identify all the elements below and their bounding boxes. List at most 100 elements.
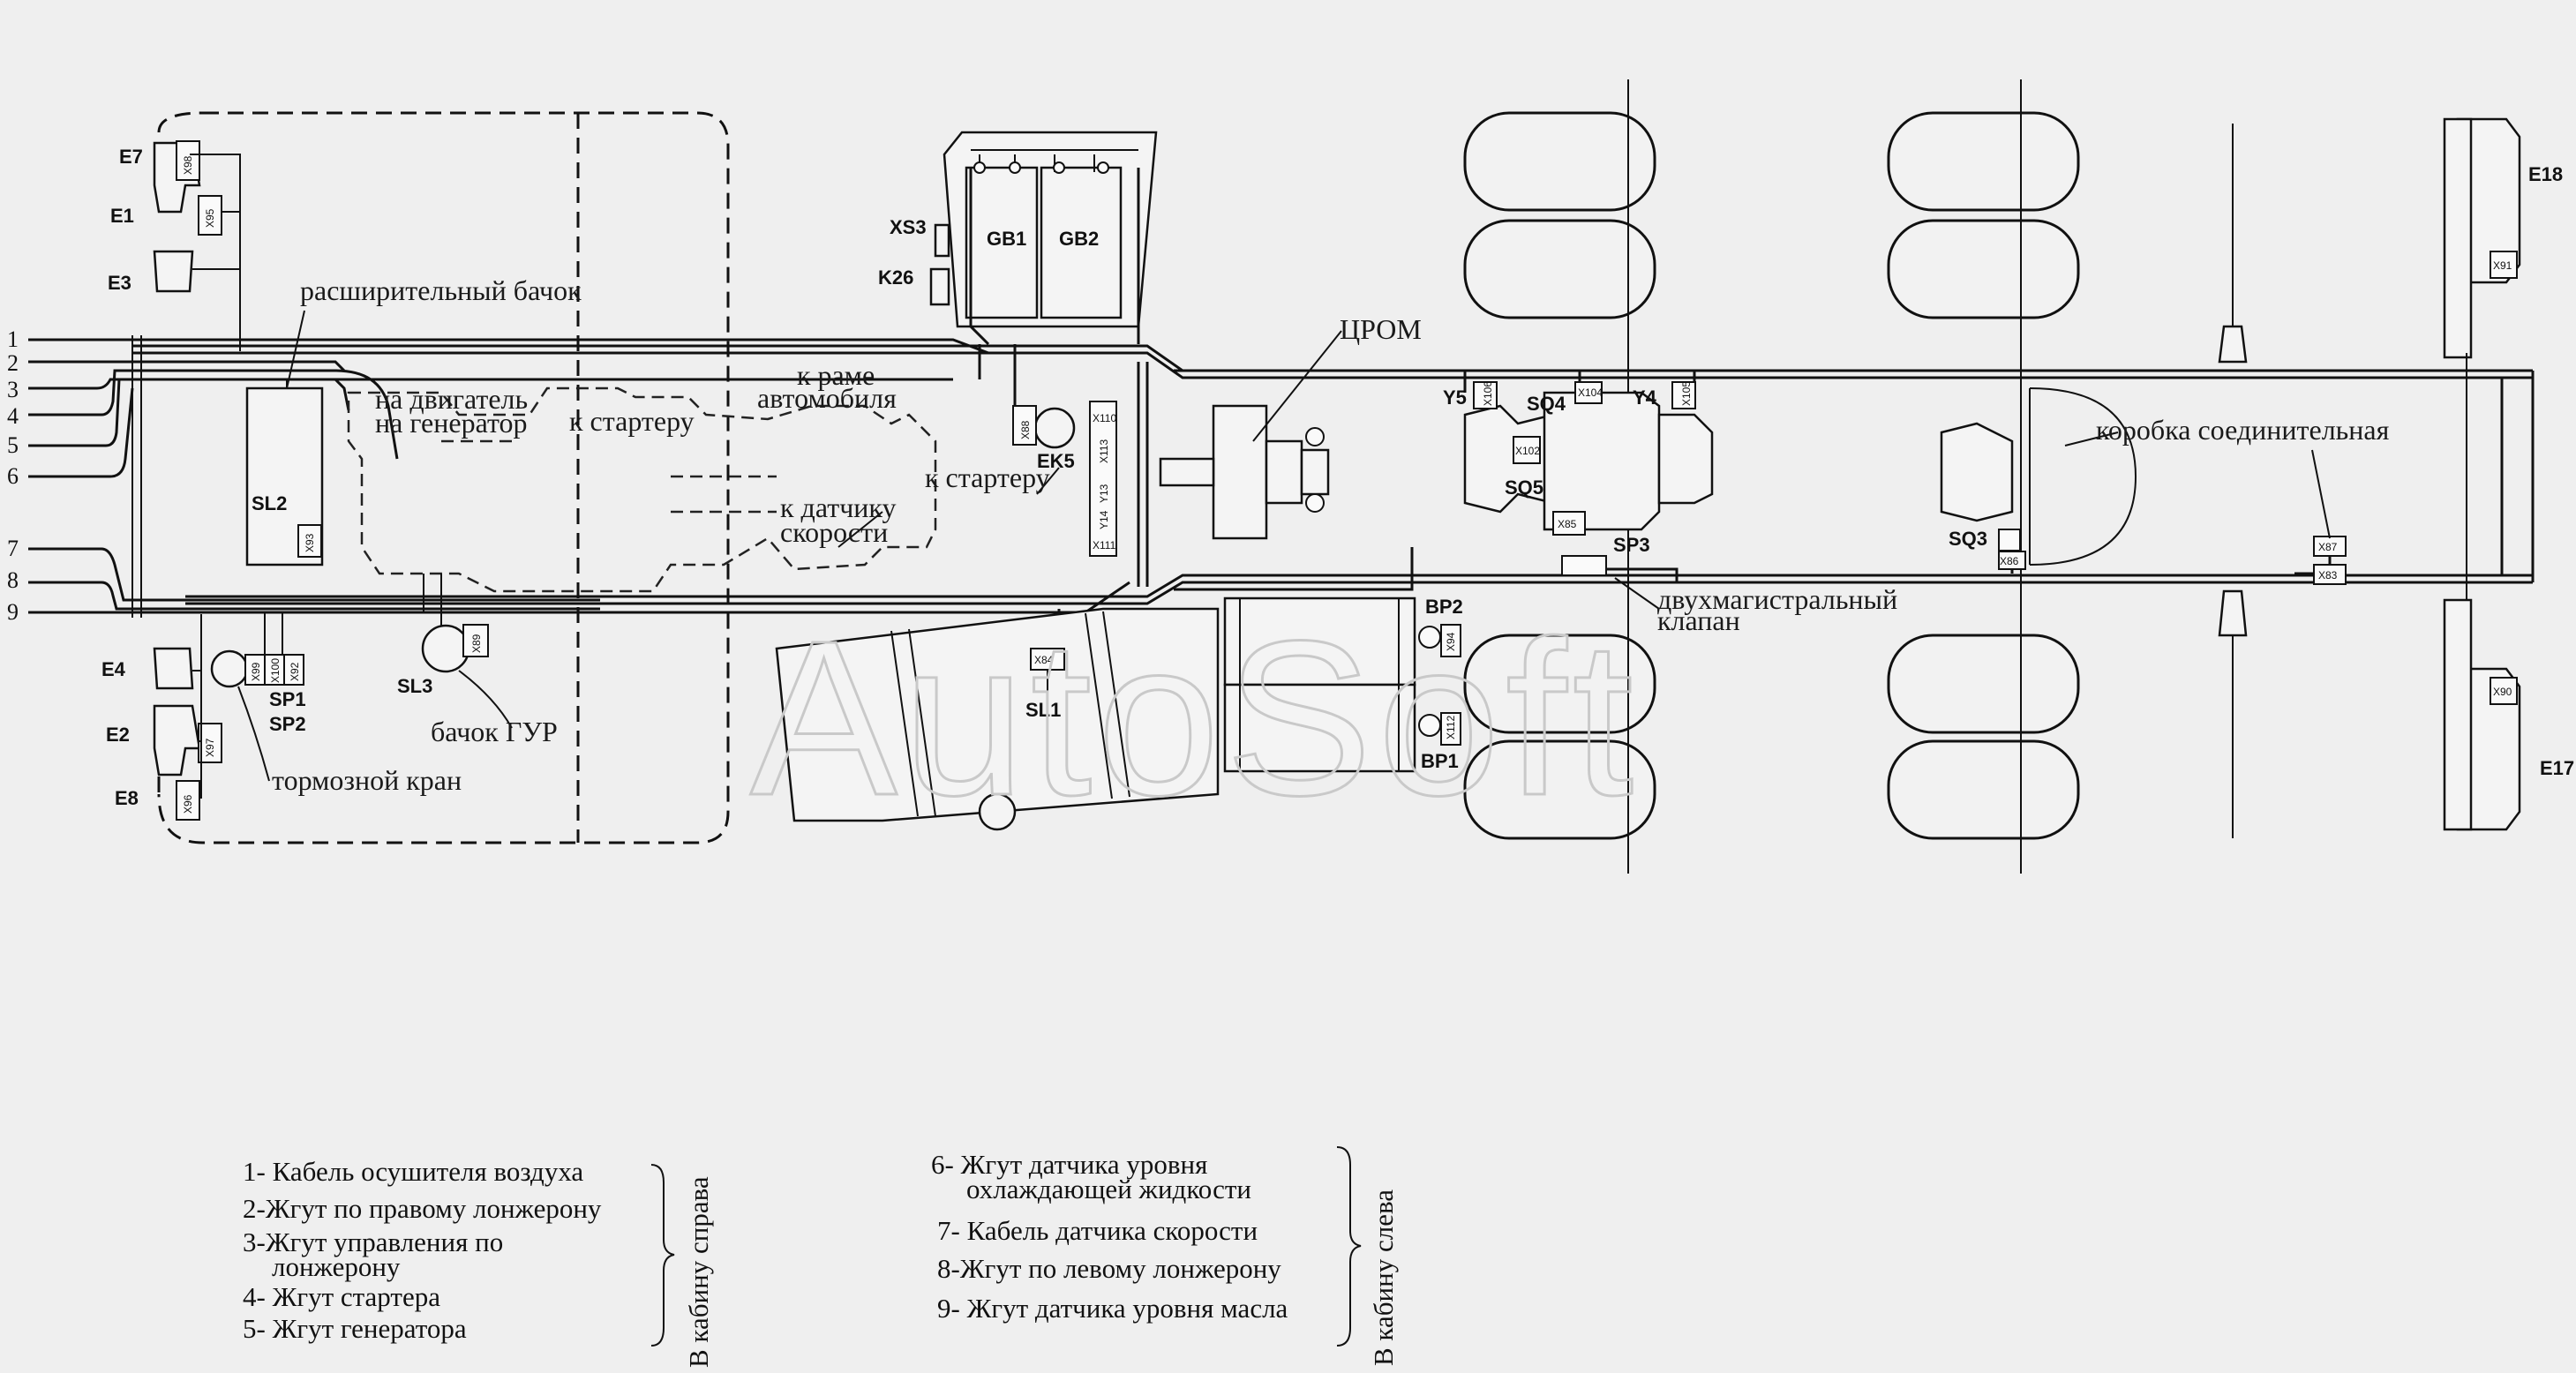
harness-number: 8	[7, 567, 19, 593]
label-to-engine: на двигатель	[375, 383, 528, 415]
tag-sl2: SL2	[252, 492, 287, 514]
tag-sp3: SP3	[1613, 534, 1650, 556]
legend-left-line: 4- Жгут стартера	[243, 1281, 440, 1312]
label-junction-box: коробка соединительная	[2096, 414, 2390, 446]
label-expansion-tank: расширительный бачок	[300, 274, 582, 306]
conn-x95: X95	[204, 208, 216, 228]
conn-x110: X110	[1093, 412, 1116, 424]
tag-ek5: EK5	[1037, 450, 1075, 472]
frame-rails	[132, 344, 2535, 605]
callouts: расширительный бачок на двигатель на ген…	[272, 274, 2390, 796]
label-to-starter-1: к стартеру	[569, 405, 695, 437]
tag-bp1: BP1	[1421, 750, 1459, 772]
legend-right-line: 9- Жгут датчика уровня масла	[937, 1293, 1288, 1324]
tag-sl3: SL3	[397, 675, 432, 697]
component-labels: E7 E1 E3 E4 E2 E8 SL2 SP1 SP2 SL3 XS3 K2…	[101, 146, 2574, 809]
tag-gb2: GB2	[1059, 228, 1099, 250]
tag-sp1: SP1	[269, 688, 306, 710]
conn-x113: X113	[1098, 439, 1110, 463]
legend-right-group: В кабину слева	[1368, 1189, 1399, 1366]
legend-left-line: 2-Жгут по правому лонжерону	[243, 1193, 602, 1224]
tag-sp2: SP2	[269, 713, 306, 735]
tag-k26: K26	[878, 266, 913, 289]
engine-outline	[347, 386, 937, 593]
conn-x85: X85	[1558, 518, 1577, 530]
label-to-frame-2: автомобиля	[757, 382, 897, 414]
label-to-starter-2: к стартеру	[925, 461, 1050, 493]
label-brake-valve: тормозной кран	[272, 764, 462, 796]
label-to-frame-1: к раме	[797, 359, 875, 391]
conn-x100: X100	[269, 658, 282, 683]
harness-bundle	[28, 335, 2332, 653]
harness-number: 5	[7, 432, 19, 458]
harness-number: 3	[7, 377, 19, 402]
tag-y5: Y5	[1443, 386, 1467, 409]
conn-x97: X97	[204, 738, 216, 757]
conn-x99: X99	[250, 662, 262, 681]
tag-e1: E1	[110, 205, 134, 227]
rail-connectors	[1473, 381, 2347, 585]
tag-e2: E2	[106, 724, 130, 746]
rear-axles	[1463, 79, 2080, 874]
tag-e4: E4	[101, 658, 126, 680]
conn-x92: X92	[289, 662, 301, 681]
harness-number: 2	[7, 350, 19, 376]
conn-y14: Y14	[1098, 510, 1110, 529]
legend-left-line: 5- Жгут генератора	[243, 1313, 467, 1344]
harness-number: 7	[7, 536, 19, 561]
tag-e8: E8	[115, 787, 139, 809]
conn-x94: X94	[1445, 632, 1457, 651]
conn-x111: X111	[1093, 539, 1116, 551]
connector-codes: X98 X95 X97 X96 X93 X99 X100 X92 X89 X88…	[182, 155, 2512, 814]
harness-number: 9	[7, 599, 19, 625]
tag-y4: Y4	[1633, 386, 1657, 409]
conn-x83: X83	[2318, 569, 2338, 581]
fuel-tank	[775, 607, 1220, 831]
tag-e7: E7	[119, 146, 143, 168]
legend-left-line: 3-Жгут управления по	[243, 1227, 503, 1257]
expansion-tank	[245, 379, 324, 566]
label-crom: ЦРОМ	[1340, 313, 1422, 345]
conn-x93: X93	[304, 533, 316, 552]
tag-e18: E18	[2528, 163, 2563, 185]
conn-x87: X87	[2318, 541, 2338, 553]
battery-box	[929, 131, 1158, 346]
label-two-line-valve-1: двухмагистральный	[1657, 583, 1897, 615]
conn-x89: X89	[470, 634, 483, 653]
air-tanks	[1223, 596, 1461, 773]
conn-x102: X102	[1515, 445, 1540, 457]
power-steering-tank	[421, 574, 513, 729]
conn-x91: X91	[2493, 259, 2512, 272]
legend-left-line: 1- Кабель осушителя воздуха	[243, 1156, 583, 1187]
watermark: AutoSoft	[750, 595, 1639, 841]
headlight-group-right	[153, 140, 241, 351]
harness-number: 1	[7, 326, 19, 352]
conn-x88: X88	[1019, 420, 1032, 439]
label-to-speed-sensor-1: к датчику	[780, 491, 897, 523]
cab-outline	[157, 111, 730, 844]
tag-gb1: GB1	[987, 228, 1026, 250]
conn-x112: X112	[1445, 716, 1457, 739]
legend-right-line: 6- Жгут датчика уровня	[931, 1149, 1207, 1180]
label-two-line-valve-2: клапан	[1657, 604, 1740, 636]
legend-right: 6- Жгут датчика уровня охлаждающей жидко…	[931, 1146, 1399, 1366]
label-gur-tank: бачок ГУР	[431, 716, 558, 747]
leader-lines	[286, 310, 2331, 610]
legend-left: 1- Кабель осушителя воздуха 2-Жгут по пр…	[243, 1156, 714, 1368]
conn-x106: X106	[1482, 381, 1494, 406]
conn-x104: X104	[1578, 386, 1603, 399]
conn-x90: X90	[2493, 686, 2512, 698]
tag-xs3: XS3	[890, 216, 927, 238]
legend-left-group: В кабину справа	[683, 1176, 714, 1368]
brake-valve	[210, 612, 304, 782]
headlight-group-left	[153, 614, 222, 821]
tag-bp2: BP2	[1425, 596, 1463, 618]
conn-x84: X84	[1034, 654, 1054, 666]
conn-x86: X86	[2000, 555, 2019, 567]
tag-e3: E3	[108, 272, 131, 294]
heater-ek5	[1012, 401, 1117, 557]
tag-sl1: SL1	[1025, 699, 1061, 721]
harness-number: 6	[7, 463, 19, 489]
conn-x96: X96	[182, 794, 194, 814]
